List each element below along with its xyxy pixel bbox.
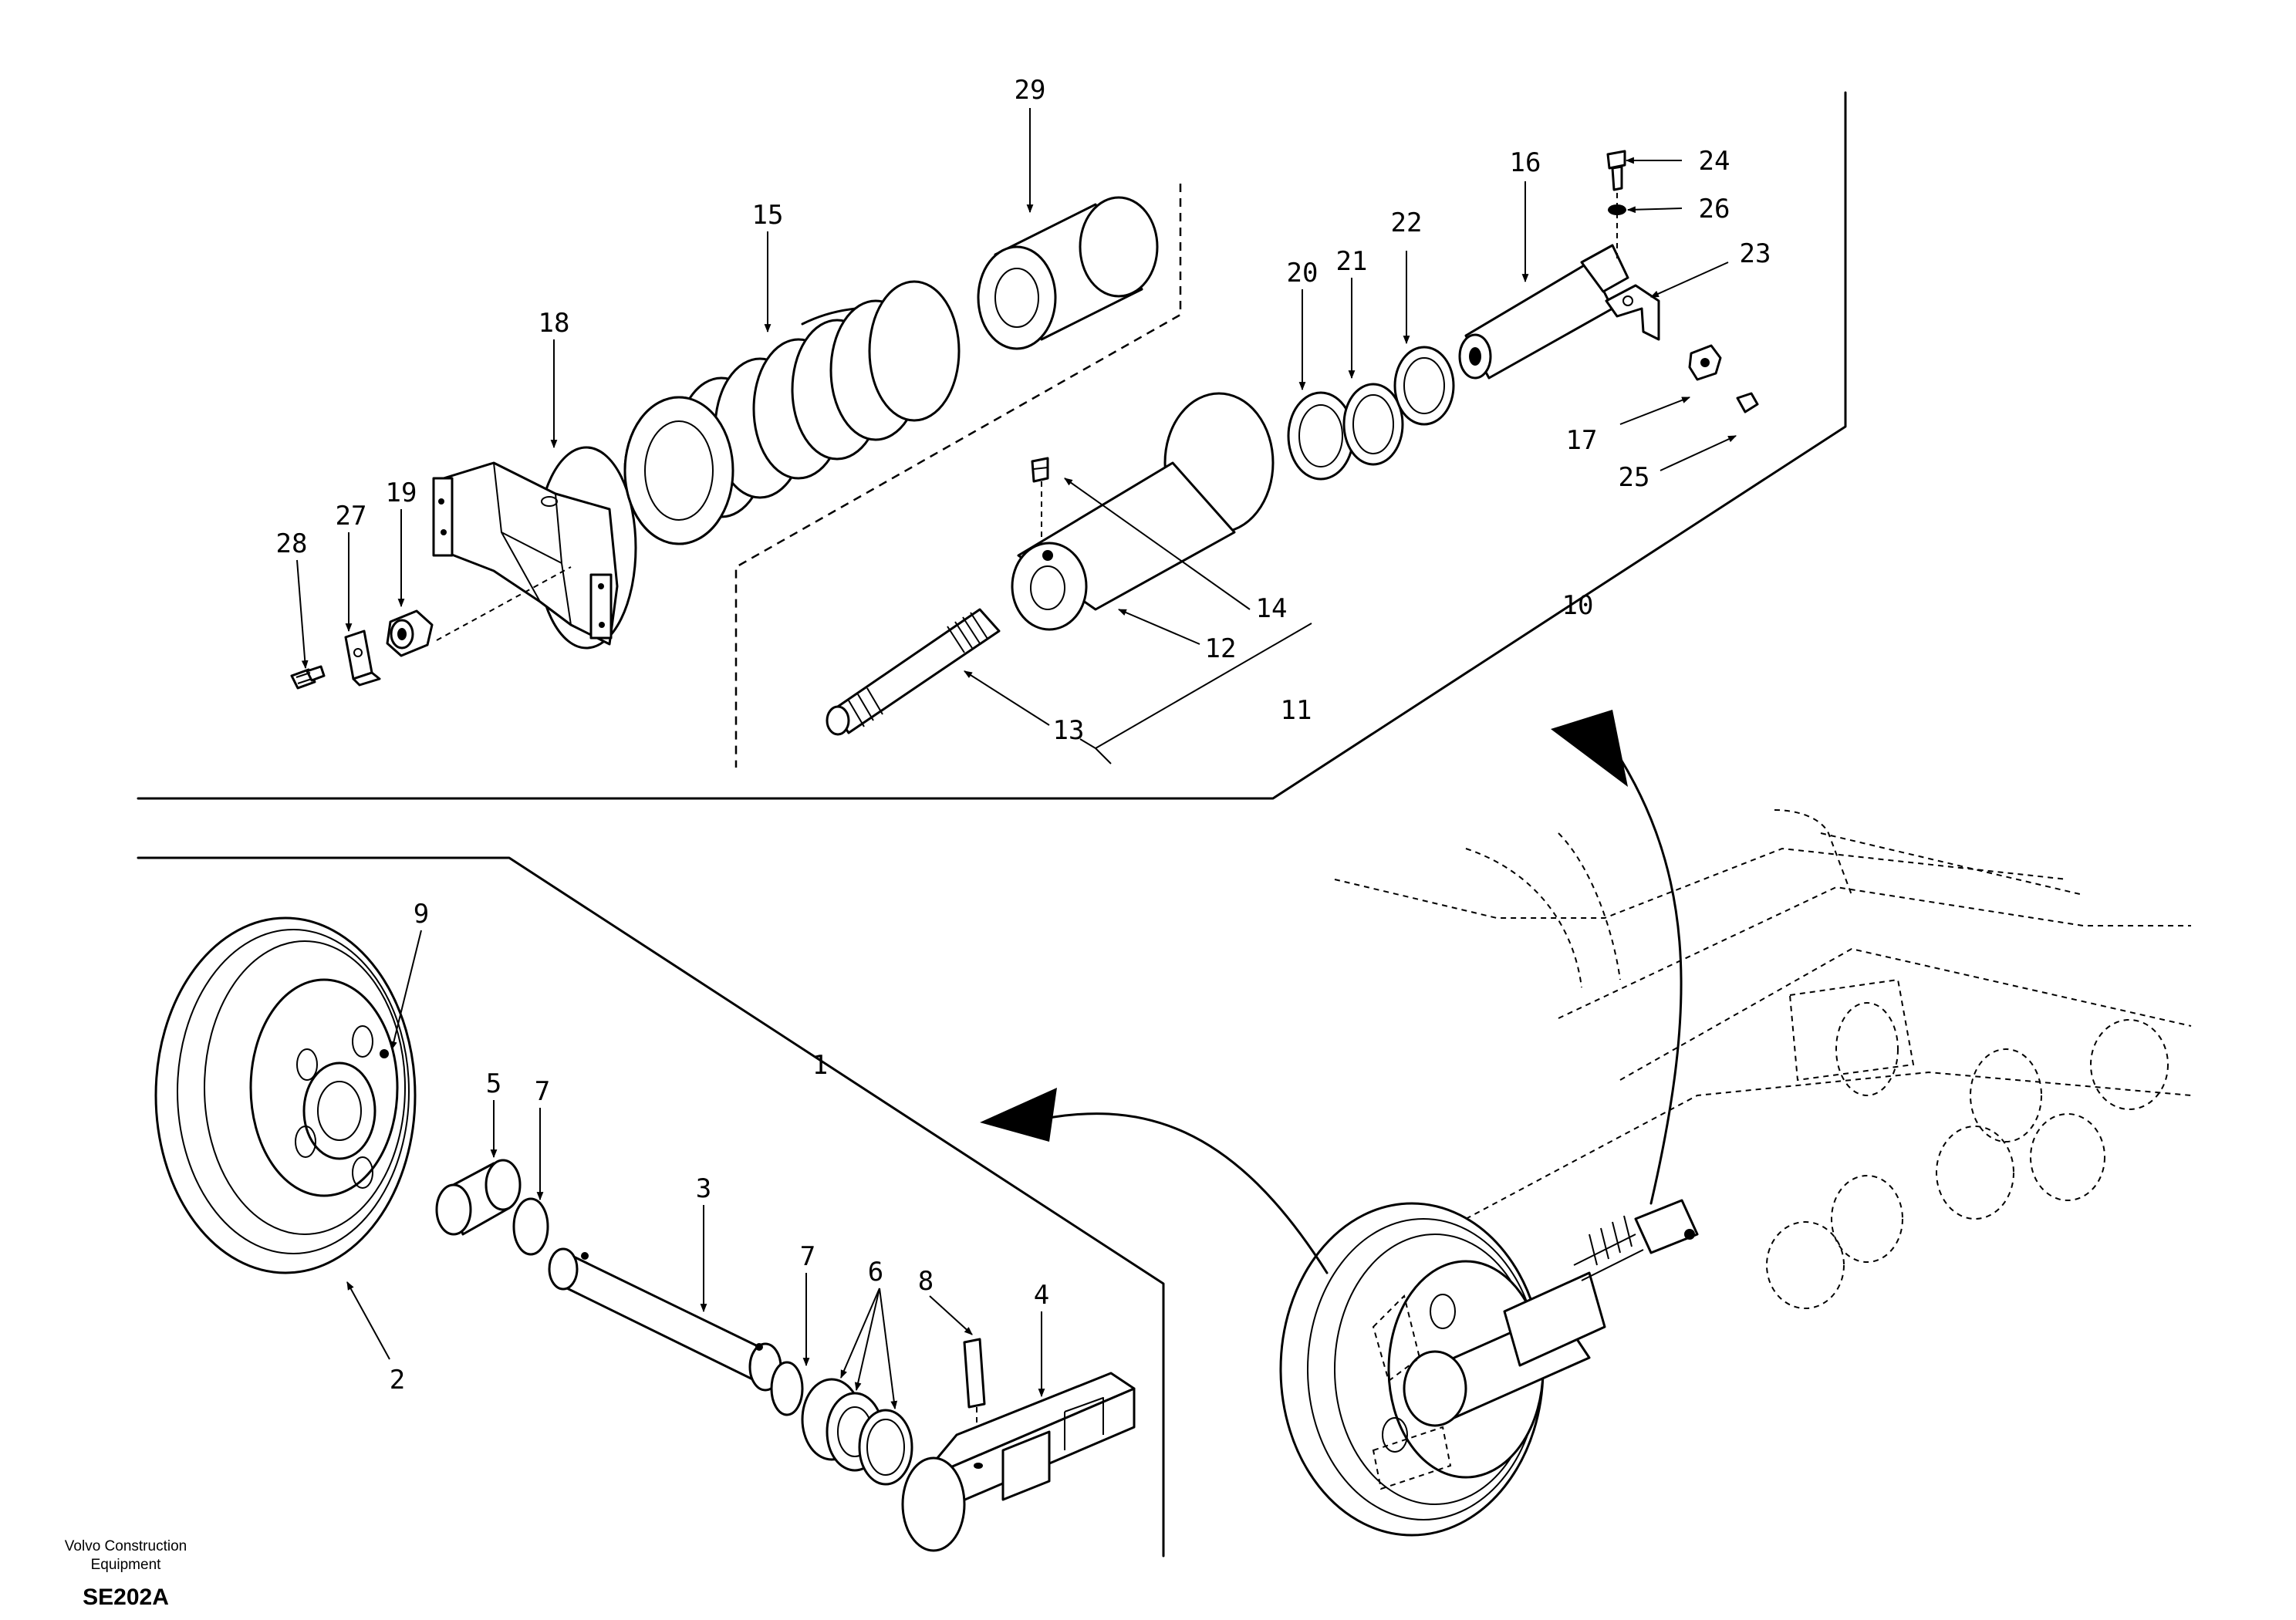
ring-22 bbox=[1393, 346, 1455, 426]
callout-3: 3 bbox=[696, 1173, 711, 1204]
callout-26: 26 bbox=[1699, 194, 1730, 224]
o-ring-7a bbox=[512, 1197, 549, 1256]
callout-16: 16 bbox=[1510, 147, 1541, 178]
washer-26 bbox=[1608, 193, 1626, 262]
callout-7-right: 7 bbox=[800, 1241, 815, 1272]
bolt-28 bbox=[290, 665, 326, 690]
callout-24: 24 bbox=[1699, 146, 1730, 177]
callout-9: 9 bbox=[414, 899, 429, 930]
callout-29: 29 bbox=[1015, 75, 1046, 106]
callout-17: 17 bbox=[1566, 425, 1598, 456]
ring-20 bbox=[1287, 391, 1355, 481]
callout-15: 15 bbox=[752, 200, 784, 231]
plate-27 bbox=[344, 629, 381, 687]
spring-15 bbox=[623, 280, 961, 545]
callout-11: 11 bbox=[1281, 695, 1312, 726]
arrow-head-1 bbox=[980, 1088, 1057, 1142]
machine-outline bbox=[1334, 809, 2192, 1309]
bracket-23 bbox=[1605, 284, 1660, 341]
callout-1: 1 bbox=[812, 1050, 828, 1081]
seal-6 bbox=[801, 1378, 913, 1486]
callout-20: 20 bbox=[1287, 258, 1319, 289]
ring-21 bbox=[1342, 383, 1404, 466]
callout-19: 19 bbox=[386, 478, 417, 508]
sleeve-29 bbox=[977, 196, 1159, 350]
machine-idler bbox=[1279, 1199, 1699, 1537]
callout-6: 6 bbox=[868, 1257, 883, 1288]
piston-16 bbox=[1458, 244, 1629, 380]
callout-8: 8 bbox=[918, 1266, 934, 1297]
callout-2: 2 bbox=[390, 1365, 405, 1396]
callout-23: 23 bbox=[1740, 238, 1771, 269]
yoke-18 bbox=[432, 446, 637, 650]
callout-13: 13 bbox=[1053, 715, 1085, 746]
bracket-11-13 bbox=[1079, 623, 1312, 764]
callout-18: 18 bbox=[539, 308, 570, 339]
callout-28: 28 bbox=[276, 528, 308, 559]
idler-wheel-2 bbox=[154, 916, 417, 1274]
cylinder-12 bbox=[1011, 392, 1275, 631]
figure-code: SE202A bbox=[83, 1585, 169, 1610]
callout-14: 14 bbox=[1256, 593, 1288, 624]
fitting-17 bbox=[1688, 344, 1722, 381]
callout-22: 22 bbox=[1391, 208, 1423, 238]
rod-13 bbox=[826, 608, 1001, 736]
publisher-line-1: Volvo Construction bbox=[65, 1538, 187, 1554]
bolt-14 bbox=[1031, 457, 1049, 540]
callout-10: 10 bbox=[1562, 590, 1594, 621]
shaft-3 bbox=[548, 1247, 782, 1392]
callout-27: 27 bbox=[336, 501, 367, 532]
callout-21: 21 bbox=[1336, 246, 1368, 277]
callout-25: 25 bbox=[1619, 462, 1650, 493]
callout-4: 4 bbox=[1034, 1280, 1049, 1311]
panel-1-frame bbox=[137, 856, 1165, 1558]
callout-5: 5 bbox=[486, 1068, 501, 1099]
bolt-24 bbox=[1606, 150, 1626, 191]
nipple-25 bbox=[1736, 392, 1759, 413]
arrow-to-panel-10 bbox=[1599, 727, 1683, 1205]
panel-10-frame bbox=[137, 91, 1847, 800]
bushing-5 bbox=[435, 1159, 522, 1236]
arrow-to-panel-1 bbox=[1025, 1112, 1329, 1274]
o-ring-7b bbox=[770, 1361, 804, 1416]
bracket-block-4 bbox=[901, 1372, 1136, 1552]
callout-labels: 29 15 18 19 27 28 14 12 11 13 10 20 21 2… bbox=[276, 75, 1771, 1396]
callout-12: 12 bbox=[1205, 633, 1237, 664]
publisher-line-2: Equipment bbox=[91, 1557, 162, 1573]
nut-19 bbox=[386, 609, 434, 657]
leader-lines bbox=[296, 108, 1737, 1410]
arrow-head-10 bbox=[1551, 710, 1628, 787]
callout-7-left: 7 bbox=[535, 1076, 550, 1107]
